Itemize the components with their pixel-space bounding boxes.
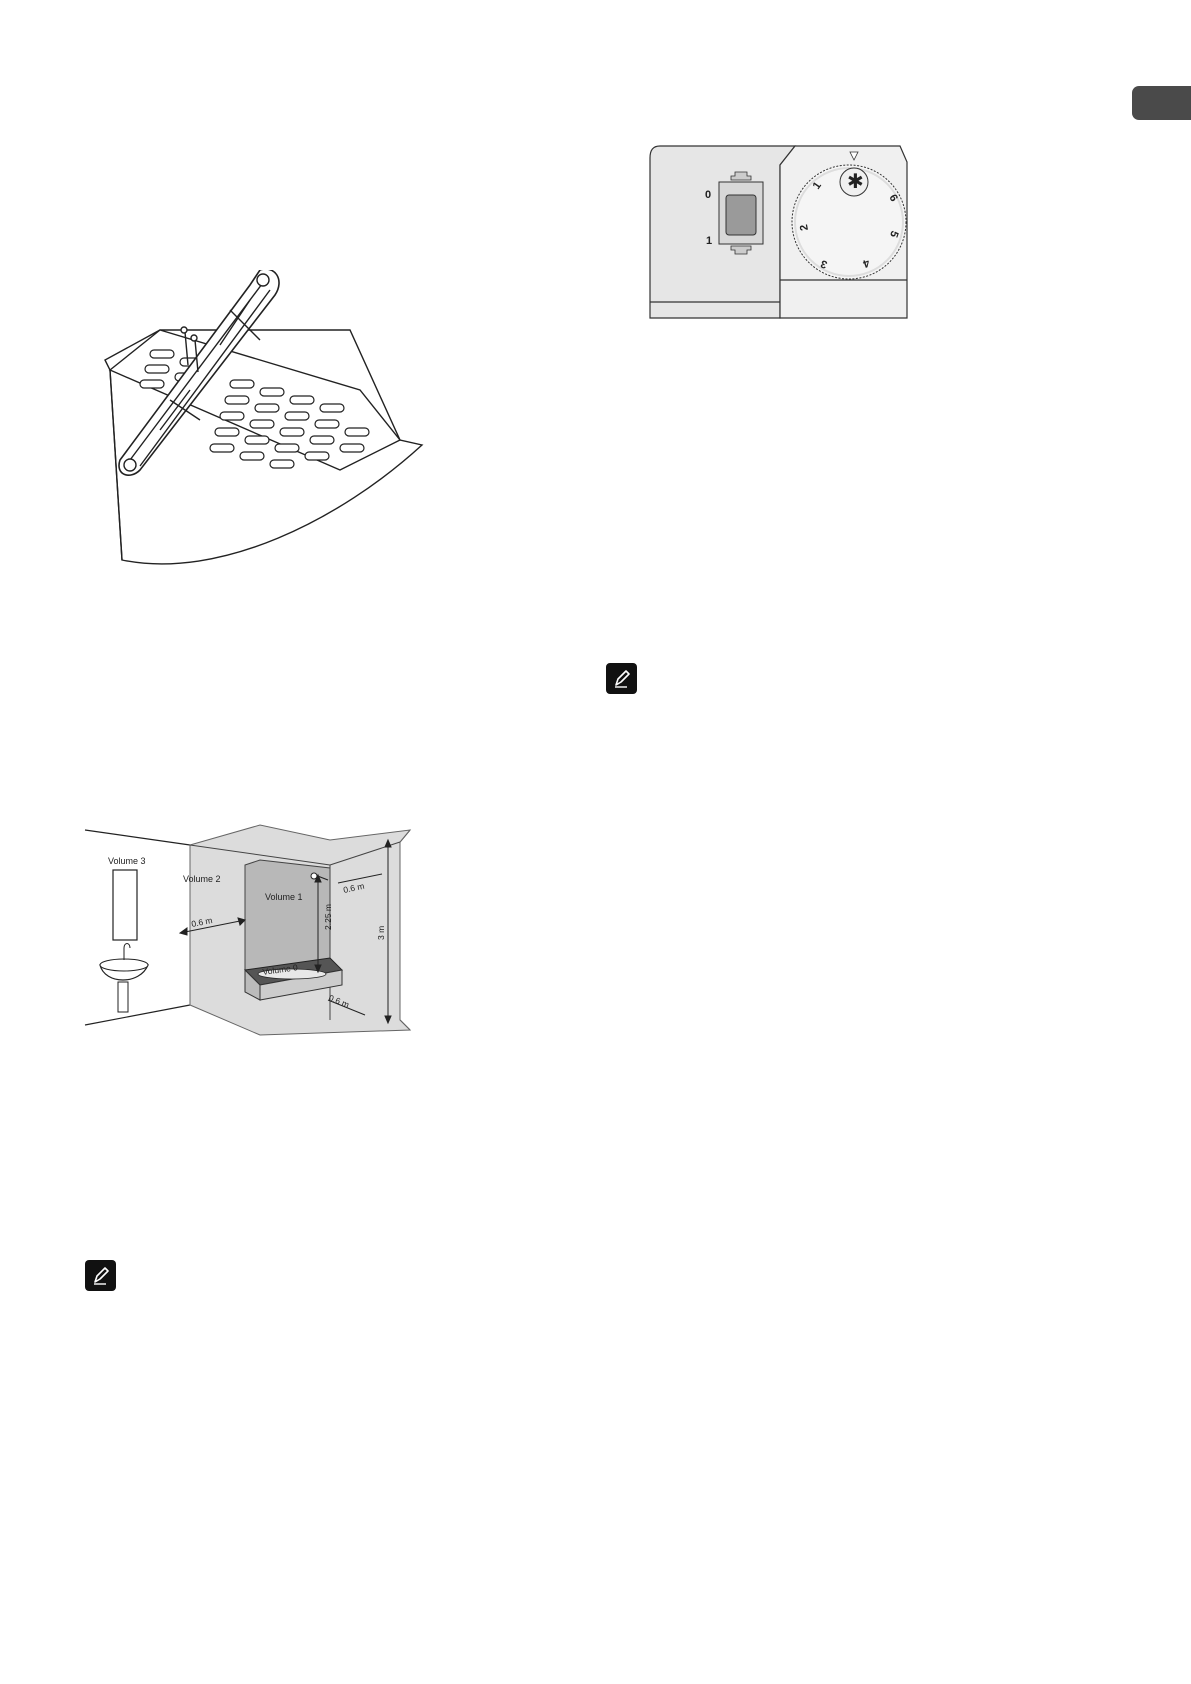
volume3-label: Volume 3 xyxy=(108,856,146,866)
dial-mark-6: 6 xyxy=(886,193,899,204)
dial-mark-1: 1 xyxy=(811,180,824,192)
shower-height-label: 2.25 m xyxy=(323,904,333,930)
pencil-note-icon xyxy=(85,1260,116,1291)
dial-mark-2: 2 xyxy=(798,223,811,231)
volume0-label: Volume 0 xyxy=(262,962,299,977)
dial-mark-3: 3 xyxy=(819,257,829,270)
control-panel-illustration: 0 1 ✱ 1 2 3 4 5 6 xyxy=(645,140,915,325)
volume2-label: Volume 2 xyxy=(183,874,221,884)
room-height-label: 3 m xyxy=(376,926,386,940)
dial-frost-symbol: ✱ xyxy=(847,171,864,193)
switch-off-label: 0 xyxy=(705,189,711,201)
switch-on-label: 1 xyxy=(706,235,712,247)
bracket-mounting-illustration xyxy=(100,270,430,570)
dial-mark-5: 5 xyxy=(887,229,900,239)
dial-mark-4: 4 xyxy=(860,256,871,270)
volume1-label: Volume 1 xyxy=(265,892,303,902)
bathroom-volumes-diagram: Volume 3 Volume 2 Volume 1 Volume 0 0.6 … xyxy=(80,820,440,1040)
pencil-note-icon xyxy=(606,663,637,694)
language-tab xyxy=(1132,86,1191,120)
distance-right-label: 0.6 m xyxy=(342,881,365,895)
distance-left-label: 0.6 m xyxy=(190,915,213,929)
